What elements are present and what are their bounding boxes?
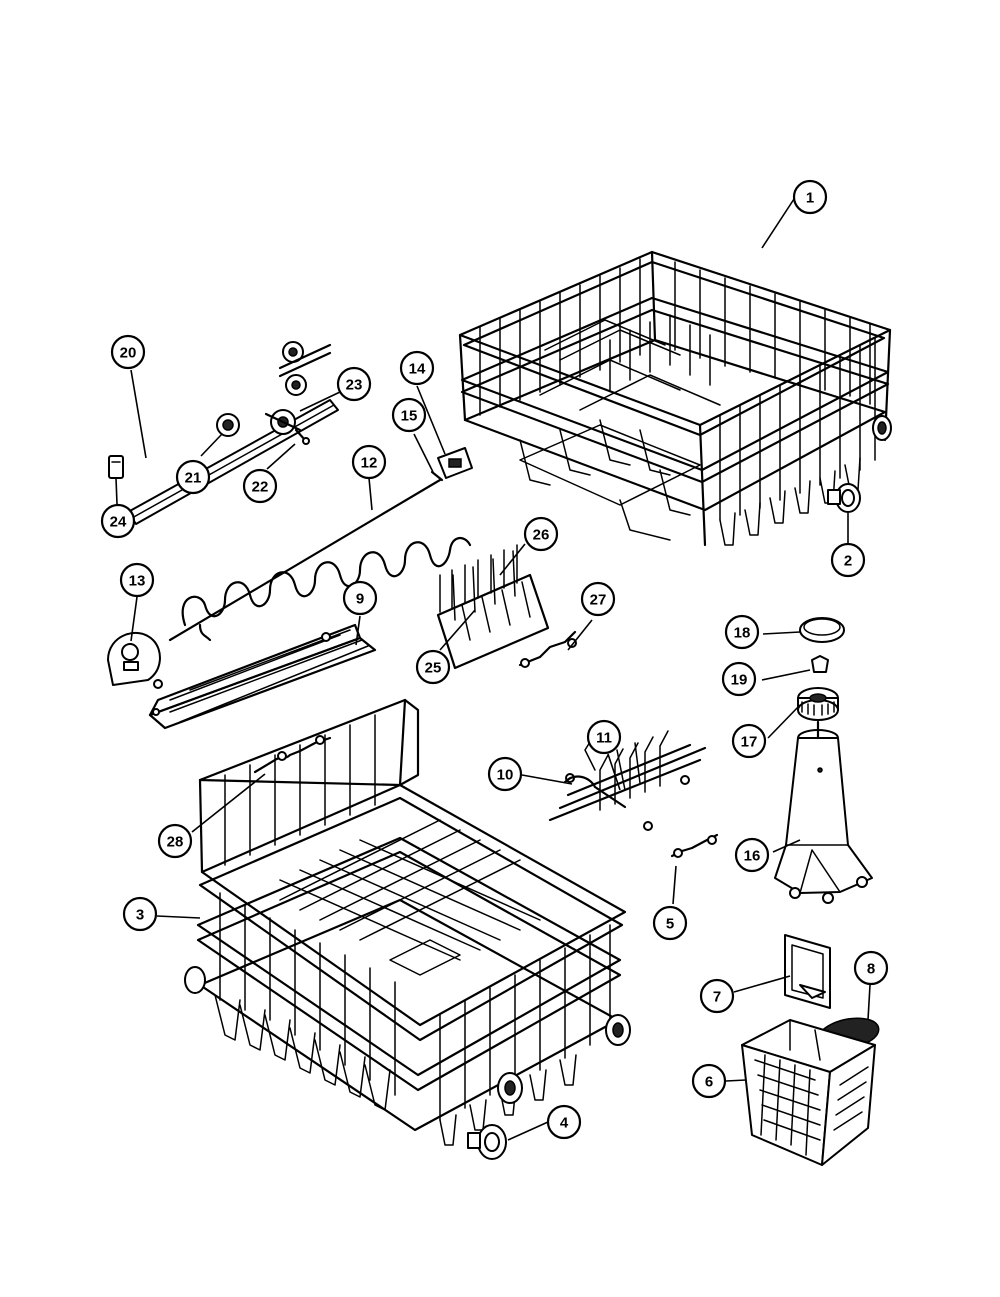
callout-label: 22 (252, 479, 269, 496)
callout-label: 11 (596, 730, 612, 747)
cup-shelf (148, 623, 377, 730)
tine-pivot (563, 775, 627, 809)
callout-label: 14 (409, 361, 426, 378)
callout-24: 24 (100, 503, 136, 539)
callout-label: 5 (666, 916, 674, 933)
callout-label: 15 (401, 408, 418, 425)
basket-lid (784, 934, 831, 1009)
callout-label: 28 (167, 834, 184, 851)
callout-9: 9 (342, 580, 378, 616)
callout-label: 6 (705, 1074, 713, 1091)
rack-spring-wire (168, 478, 472, 642)
leader-lines (115, 198, 871, 1141)
callout-2: 2 (830, 542, 866, 578)
callout-label: 12 (361, 455, 378, 472)
callout-28: 28 (157, 823, 193, 859)
callout-22: 22 (242, 468, 278, 504)
spray-tower (774, 720, 873, 904)
callout-26: 26 (523, 516, 559, 552)
callout-label: 16 (744, 848, 761, 865)
lower-rack (184, 698, 631, 1146)
callout-11: 11 (586, 719, 622, 755)
callout-12: 12 (351, 444, 387, 480)
callout-13: 13 (119, 562, 155, 598)
callout-label: 27 (590, 592, 607, 609)
callout-27: 27 (580, 581, 616, 617)
callout-label: 20 (120, 345, 137, 362)
callout-21: 21 (175, 459, 211, 495)
callout-label: 18 (734, 625, 751, 642)
rack-clip (437, 447, 473, 479)
roller-assembly (264, 409, 302, 435)
callout-16: 16 (734, 837, 770, 873)
cap (799, 617, 845, 643)
callout-19: 19 (721, 661, 757, 697)
callout-label: 17 (741, 734, 758, 751)
callout-label: 3 (136, 907, 144, 924)
callout-23: 23 (336, 366, 372, 402)
upper-rack (458, 250, 892, 547)
callout-label: 21 (185, 470, 202, 487)
callout-label: 2 (844, 553, 852, 570)
callout-20: 20 (110, 334, 146, 370)
callout-3: 3 (122, 896, 158, 932)
callout-label: 19 (731, 672, 748, 689)
screw (294, 428, 310, 445)
callout-6: 6 (691, 1063, 727, 1099)
callout-14: 14 (399, 350, 435, 386)
upper-rack-wheel (827, 483, 861, 513)
callout-label: 4 (560, 1115, 569, 1132)
callout-8: 8 (853, 950, 889, 986)
callout-17: 17 (731, 723, 767, 759)
callout-5: 5 (652, 905, 688, 941)
callout-18: 18 (724, 614, 760, 650)
callout-label: 7 (713, 989, 721, 1006)
small-fastener (811, 655, 829, 673)
callout-label: 9 (356, 591, 364, 608)
callout-label: 1 (806, 190, 814, 207)
pin (430, 470, 444, 482)
lower-rack-wheel (467, 1124, 507, 1160)
callout-label: 8 (867, 961, 875, 978)
callout-label: 23 (346, 377, 363, 394)
callout-label: 24 (110, 514, 127, 531)
end-cap (108, 455, 124, 479)
callout-label: 13 (129, 573, 146, 590)
lower-tine-clip (670, 833, 719, 858)
fold-down-tines (548, 730, 707, 831)
callout-25: 25 (415, 649, 451, 685)
callout-1: 1 (792, 179, 828, 215)
callout-label: 10 (497, 767, 514, 784)
nut (797, 687, 839, 721)
callout-15: 15 (391, 397, 427, 433)
tine-clip (518, 630, 577, 668)
callout-label: 26 (533, 527, 550, 544)
callout-10: 10 (487, 756, 523, 792)
rail-wheel (216, 413, 240, 437)
silverware-basket (741, 1019, 876, 1166)
callout-7: 7 (699, 978, 735, 1014)
callout-label: 25 (425, 660, 442, 677)
tine-row (436, 544, 550, 670)
callout-4: 4 (546, 1104, 582, 1140)
rack-pivot (107, 631, 163, 689)
